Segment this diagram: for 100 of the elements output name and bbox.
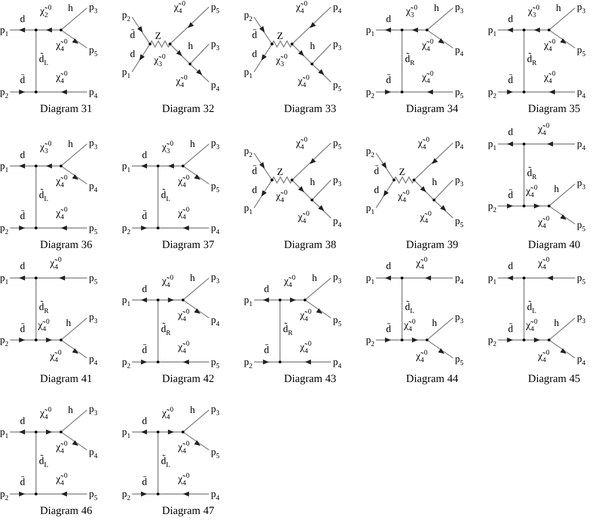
momentum-label: p$_{3}$	[577, 178, 586, 189]
particle-label: d̄	[508, 75, 513, 86]
particle-label: h	[554, 318, 559, 329]
particle-label: d̄	[142, 345, 147, 356]
particle-label: h	[68, 3, 73, 14]
particle-label: d̄	[20, 75, 25, 86]
diagram-caption: Diagram 41	[40, 374, 92, 385]
particle-label: d̃$_{R}$	[527, 54, 537, 65]
momentum-label: p$_{2}$	[122, 489, 130, 500]
momentum-label: p$_{5}$	[577, 220, 586, 231]
momentum-label: p$_{5}$	[211, 447, 220, 458]
momentum-label: p$_{5}$	[577, 273, 586, 284]
momentum-label: p$_{3}$	[211, 138, 220, 149]
momentum-label: p$_{4}$	[333, 357, 342, 368]
diagram-caption: Diagram 45	[528, 374, 580, 385]
particle-label: d	[20, 150, 25, 161]
momentum-label: p$_{5}$	[89, 223, 98, 234]
particle-label: h	[68, 139, 73, 150]
diagram-caption: Diagram 37	[162, 240, 214, 251]
particle-label: d	[142, 284, 147, 295]
particle-label: d	[142, 150, 147, 161]
particle-label: d̄	[252, 166, 257, 177]
momentum-label: p$_{1}$	[488, 139, 496, 150]
momentum-label: p$_{3}$	[333, 175, 342, 186]
momentum-label: p$_{2}$	[0, 87, 8, 98]
momentum-label: p$_{5}$	[211, 357, 220, 368]
particle-label: d̄	[252, 30, 257, 41]
particle-label: h	[310, 177, 315, 188]
momentum-label: p$_{3}$	[577, 2, 586, 13]
diagram-caption: Diagram 47	[162, 506, 214, 517]
diagram-caption: Diagram 38	[284, 240, 336, 251]
momentum-label: p$_{3}$	[455, 2, 464, 13]
momentum-label: p$_{3}$	[89, 404, 98, 415]
momentum-label: p$_{1}$	[488, 273, 496, 284]
momentum-label: p$_{4}$	[211, 315, 220, 326]
momentum-label: p$_{1}$	[366, 273, 374, 284]
momentum-label: p$_{2}$	[488, 87, 496, 98]
momentum-label: p$_{3}$	[211, 39, 220, 50]
momentum-label: p$_{1}$	[244, 67, 252, 78]
momentum-label: p$_{1}$	[0, 273, 8, 284]
particle-label: d̄	[264, 345, 269, 356]
particle-label: d̄	[386, 324, 391, 335]
particle-label: h	[68, 405, 73, 416]
momentum-label: p$_{1}$	[0, 161, 8, 172]
momentum-label: p$_{5}$	[89, 273, 98, 284]
momentum-label: p$_{2}$	[244, 357, 252, 368]
momentum-label: p$_{5}$	[211, 181, 220, 192]
momentum-label: p$_{1}$	[366, 203, 374, 214]
particle-label: d	[386, 14, 391, 25]
momentum-label: p$_{3}$	[333, 272, 342, 283]
momentum-label: p$_{5}$	[333, 80, 342, 91]
particle-label: d̃$_{L}$	[405, 302, 414, 313]
particle-label: d̃$_{L}$	[39, 456, 48, 467]
particle-label: d̃$_{R}$	[527, 168, 537, 179]
momentum-label: p$_{4}$	[333, 2, 342, 13]
particle-label: h	[554, 184, 559, 195]
particle-label: d	[508, 261, 513, 272]
momentum-label: p$_{1}$	[122, 161, 130, 172]
momentum-label: p$_{3}$	[89, 138, 98, 149]
particle-label: Z	[277, 31, 284, 42]
momentum-label: p$_{3}$	[89, 2, 98, 13]
particle-label: h	[190, 273, 195, 284]
diagram-caption: Diagram 32	[162, 104, 214, 115]
momentum-label: p$_{4}$	[577, 87, 586, 98]
momentum-label: p$_{1}$	[244, 203, 252, 214]
particle-label: d̄	[142, 477, 147, 488]
diagram-caption: Diagram 43	[284, 374, 336, 385]
momentum-label: p$_{4}$	[211, 80, 220, 91]
particle-label: d̃$_{L}$	[527, 302, 536, 313]
particle-label: h	[310, 41, 315, 52]
particle-label: h	[66, 318, 71, 329]
momentum-label: p$_{2}$	[122, 223, 130, 234]
particle-label: Z	[155, 31, 162, 42]
momentum-label: p$_{5}$	[89, 489, 98, 500]
momentum-label: p$_{5}$	[333, 315, 342, 326]
momentum-label: p$_{2}$	[0, 489, 8, 500]
momentum-label: p$_{1}$	[0, 427, 8, 438]
momentum-label: p$_{4}$	[89, 354, 98, 365]
particle-label: h	[432, 318, 437, 329]
particle-label: h	[188, 41, 193, 52]
momentum-label: p$_{2}$	[488, 201, 496, 212]
particle-label: d	[374, 185, 379, 196]
momentum-label: p$_{5}$	[333, 138, 342, 149]
particle-label: h	[190, 139, 195, 150]
momentum-label: p$_{2}$	[0, 223, 8, 234]
momentum-label: p$_{1}$	[122, 295, 130, 306]
particle-label: d̄	[508, 190, 513, 201]
particle-label: h	[312, 273, 317, 284]
momentum-label: p$_{4}$	[577, 354, 586, 365]
particle-label: h	[190, 405, 195, 416]
momentum-label: p$_{1}$	[122, 67, 130, 78]
diagram-caption: Diagram 31	[40, 104, 92, 115]
momentum-label: p$_{1}$	[244, 295, 252, 306]
momentum-label: p$_{4}$	[89, 447, 98, 458]
particle-label: d	[508, 127, 513, 138]
momentum-label: p$_{4}$	[89, 181, 98, 192]
particle-label: d̄	[142, 211, 147, 222]
particle-label: d̄	[508, 324, 513, 335]
momentum-label: p$_{2}$	[366, 87, 374, 98]
momentum-label: p$_{4}$	[455, 45, 464, 56]
